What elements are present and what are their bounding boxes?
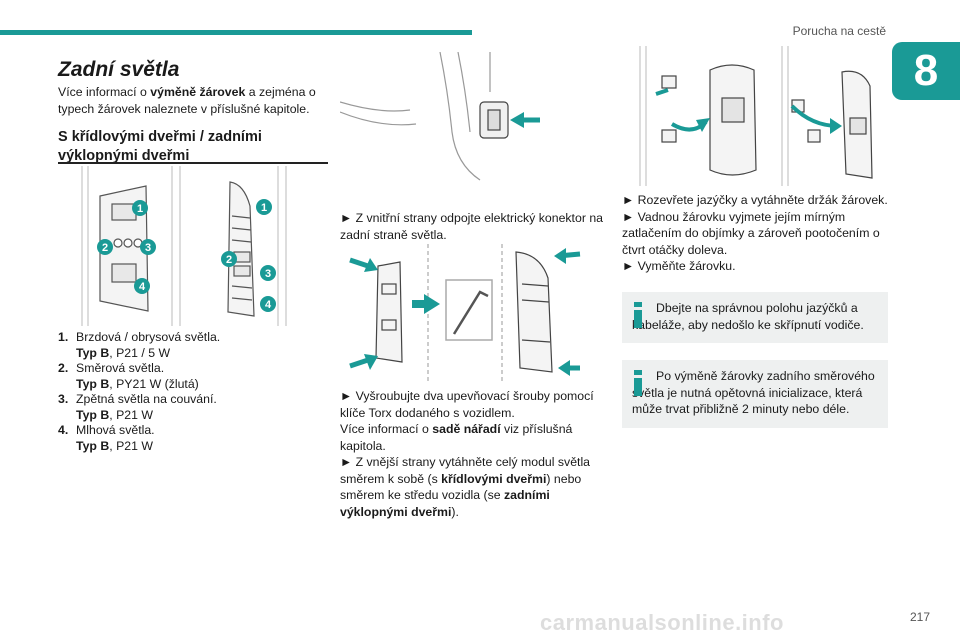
step-pull-module: ► Z vnější strany vytáhněte celý modul s…	[340, 455, 591, 519]
subtitle-line-2: výklopnými dveřmi	[58, 148, 190, 164]
page-number: 217	[909, 610, 930, 624]
subtitle-line-1: S křídlovými dveřmi / zadními	[58, 129, 262, 145]
list-item: 2.Směrová světla. Typ B, PY21 W (žlutá)	[58, 361, 199, 391]
right-steps: ► Rozevřete jazýčky a vytáhněte držák žá…	[622, 192, 888, 275]
callout-2a: 2	[102, 242, 108, 254]
step-unscrew: ► Vyšroubujte dva upevňovací šrouby pomo…	[340, 389, 594, 420]
middle-steps: ► Vyšroubujte dva upevňovací šrouby pomo…	[340, 388, 610, 520]
intro-bold: výměně žárovek	[150, 85, 246, 99]
section-subtitle: S křídlovými dveřmi / zadními výklopnými…	[58, 128, 262, 166]
rear-lights-diagram: 1 2 3 4 1 2 3 4	[81, 166, 287, 326]
info-icon	[634, 302, 642, 328]
step-replace-bulb: ► Vyměňte žárovku.	[622, 259, 736, 273]
info-icon	[634, 370, 642, 396]
bulb-holder-diagram	[639, 46, 873, 186]
top-accent-bar	[0, 30, 472, 35]
callout-4a: 4	[139, 281, 146, 293]
intro-text: Více informací o	[58, 85, 151, 99]
callout-1a: 1	[137, 203, 143, 215]
callout-3a: 3	[145, 242, 151, 254]
step-disconnect: ► Z vnitřní strany odpojte elektrický ko…	[340, 211, 604, 242]
screws-diagram	[349, 244, 581, 384]
page-title: Zadní světla	[58, 58, 180, 81]
callout-3b: 3	[265, 268, 271, 280]
callout-1b: 1	[261, 202, 267, 214]
callout-4b: 4	[265, 299, 272, 311]
step-release-tabs: ► Rozevřete jazýčky a vytáhněte držák žá…	[622, 193, 888, 207]
info-note-init: Po výměně žárovky zadního směrového svět…	[622, 360, 888, 428]
info-note-tabs: Dbejte na správnou polohu jazýčků a kabe…	[622, 292, 888, 343]
intro-paragraph: Více informací o výměně žárovek a zejmén…	[58, 84, 328, 117]
step-remove-bulb: ► Vadnou žárovku vyjmete jejím mírným za…	[622, 209, 880, 257]
list-item: 3.Zpětná světla na couvání. Typ B, P21 W	[58, 392, 217, 422]
connector-diagram	[340, 52, 540, 181]
section-header: Porucha na cestě	[792, 24, 886, 38]
step-tools-ref: Více informací o sadě nářadí viz přísluš…	[340, 422, 573, 453]
watermark: carmanualsonline.info	[540, 610, 784, 635]
chapter-tab: 8	[892, 42, 960, 100]
callout-2b: 2	[226, 254, 232, 266]
intro-text-post: a zejména o typech žárovek naleznete v p…	[58, 85, 316, 116]
subtitle-underline	[58, 162, 328, 164]
list-item: 1.Brzdová / obrysová světla. Typ B, P21 …	[58, 330, 221, 360]
bulb-list: 1.Brzdová / obrysová světla. Typ B, P21 …	[58, 330, 328, 454]
light-tailgate	[227, 181, 255, 317]
list-item: 4.Mlhová světla. Typ B, P21 W	[58, 423, 155, 453]
